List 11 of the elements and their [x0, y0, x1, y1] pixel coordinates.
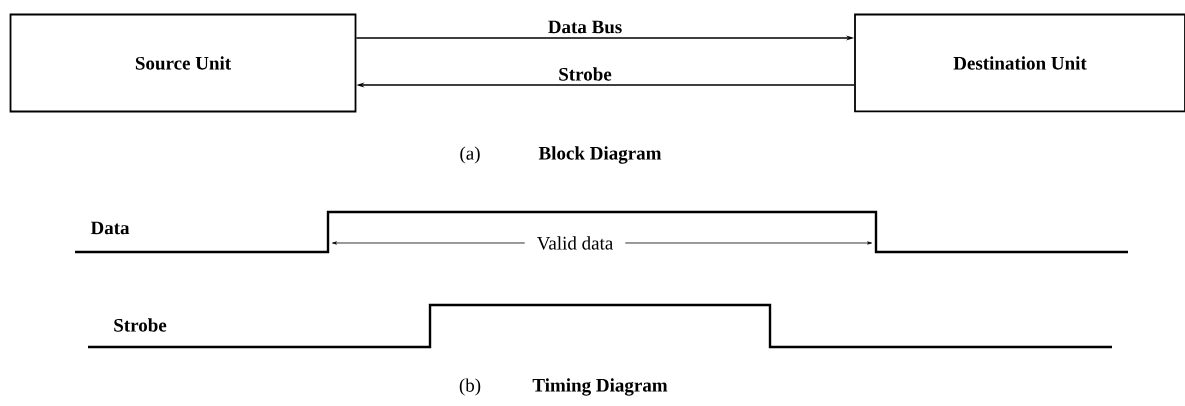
edge-label: Strobe [559, 67, 612, 81]
edge-label: Data Bus [548, 20, 622, 34]
dimension-label: Valid data [537, 236, 613, 250]
unit-box: Source Unit [9, 13, 357, 113]
signal-label: Strobe [114, 318, 167, 332]
caption-label: Block Diagram [538, 146, 662, 164]
caption-label: (a) [460, 146, 480, 164]
signal-label: Data [90, 221, 130, 235]
caption-label: Timing Diagram [532, 378, 668, 396]
unit-box: Destination Unit [854, 13, 1185, 113]
caption-label: (b) [459, 378, 481, 396]
